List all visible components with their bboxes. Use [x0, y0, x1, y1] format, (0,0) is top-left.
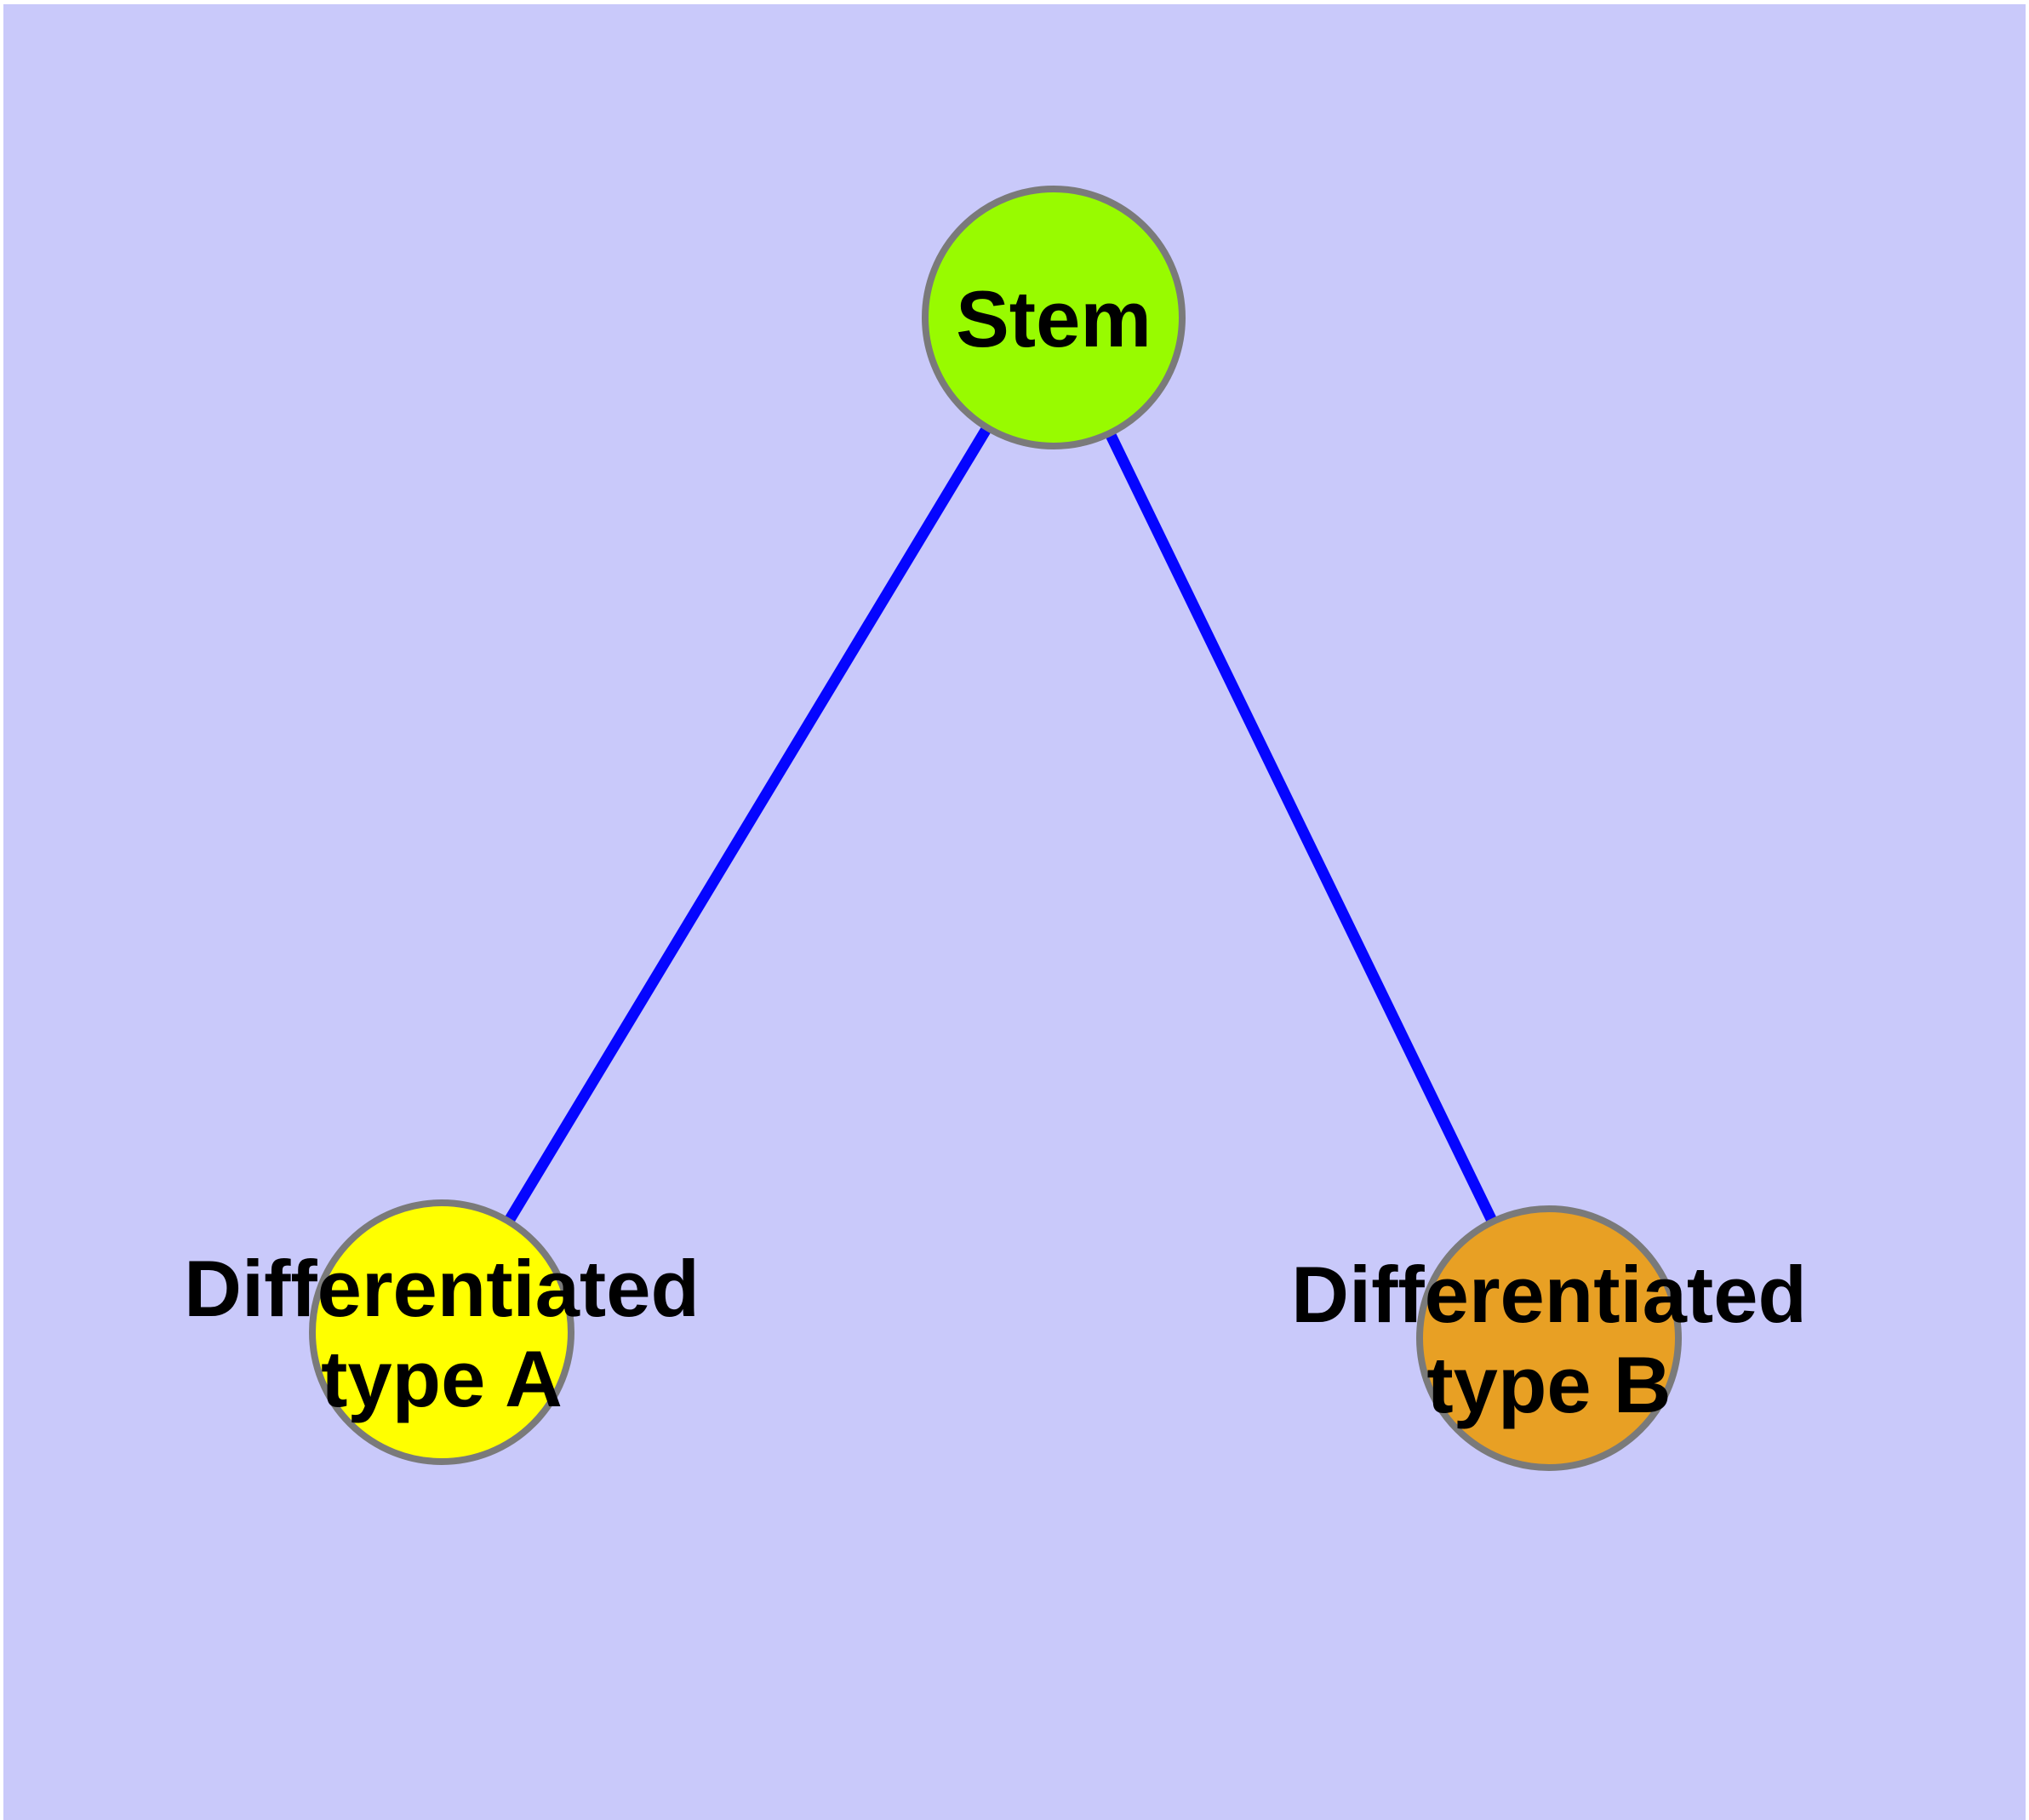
node-label-differentiated-type-b-line-1: type B [1426, 1340, 1671, 1429]
node-label-stem: Stem [956, 274, 1152, 363]
node-differentiated-type-a [309, 1199, 574, 1465]
node-label-stem-line-0: Stem [956, 274, 1152, 363]
node-label-differentiated-type-b-line-0: Differentiated [1291, 1250, 1807, 1339]
edge-stem-to-differentiated-type-b [1049, 315, 1554, 1341]
edges-layer [437, 314, 1554, 1341]
nodes-layer [309, 186, 1682, 1471]
node-label-differentiated-type-a-line-0: Differentiated [184, 1244, 700, 1333]
node-stem [922, 186, 1186, 449]
node-differentiated-type-b [1416, 1205, 1682, 1471]
node-label-differentiated-type-a-line-1: type A [321, 1334, 563, 1423]
edge-stem-to-differentiated-type-a [437, 314, 1059, 1336]
